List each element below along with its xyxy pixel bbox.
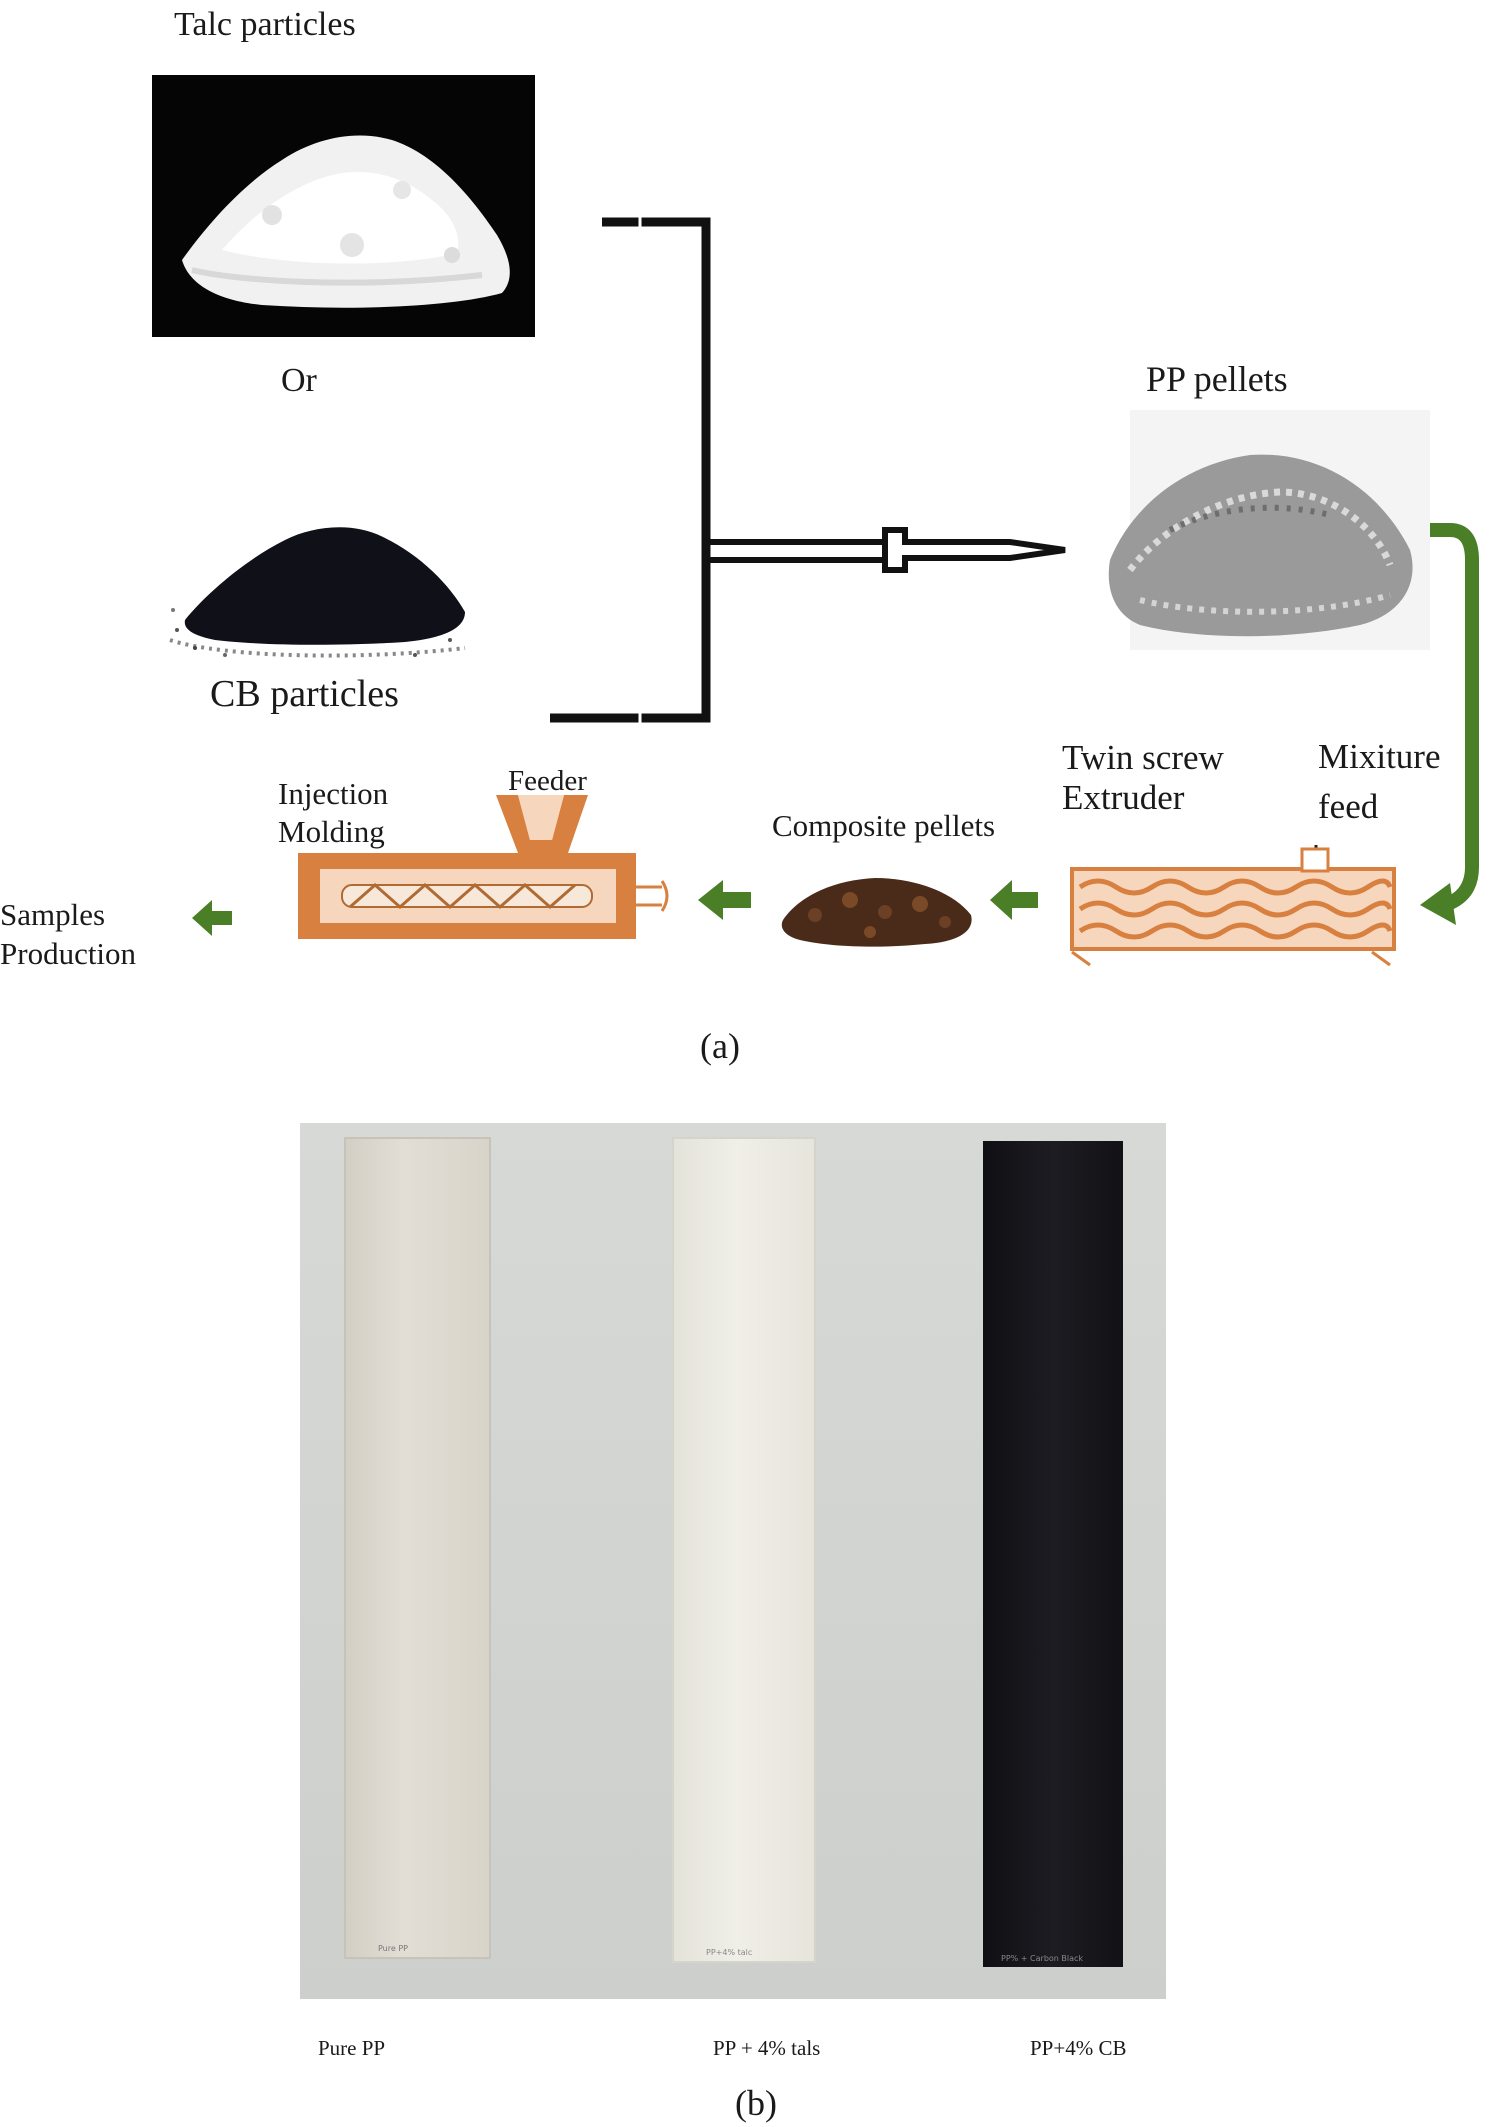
talc-particles-label: Talc particles <box>174 6 356 43</box>
samples-photo: Pure PP PP+4% talc PP% + Carbon Black <box>300 1123 1166 1999</box>
pp-talc-label: PP + 4% tals <box>713 2036 821 2060</box>
samples-label-line1: Samples <box>0 897 106 932</box>
feeder-label: Feeder <box>508 765 587 797</box>
samples-label-line2: Production <box>0 936 137 971</box>
cb-particles-image <box>169 527 466 658</box>
talc-particles-image <box>152 75 535 337</box>
mixture-feed-line1: Mixiture <box>1318 737 1441 776</box>
injection-molding-label: Injection Molding <box>278 775 388 851</box>
green-arrow-injection-to-samples <box>192 900 232 936</box>
injection-label-line2: Molding <box>278 814 385 849</box>
pp-talc-strip-text: PP+4% talc <box>706 1948 753 1957</box>
injection-molding-machine <box>298 795 669 939</box>
panel-a-caption: (a) <box>700 1026 740 1066</box>
injection-label-line1: Injection <box>278 776 389 811</box>
cb-particles-label: CB particles <box>210 673 399 715</box>
panel-b-caption: (b) <box>735 2083 777 2123</box>
green-arrow-extruder-to-composite <box>990 880 1038 920</box>
pure-pp-strip-text: Pure PP <box>378 1944 408 1953</box>
pp-cb-label: PP+4% CB <box>1030 2036 1127 2060</box>
or-label: Or <box>281 362 317 399</box>
merge-bracket <box>550 217 1066 723</box>
extruder-label-line2: Extruder <box>1062 778 1185 817</box>
pp-cb-strip: PP% + Carbon Black <box>983 1141 1123 1967</box>
green-return-arrow <box>1420 523 1479 925</box>
composite-pellets-image <box>781 878 972 947</box>
mixture-feed-line2: feed <box>1318 787 1379 826</box>
samples-production-label: Samples Production <box>0 895 136 973</box>
mixture-feed-label: Mixiture feed <box>1318 732 1440 832</box>
pp-pellets-label: PP pellets <box>1146 359 1288 399</box>
green-arrow-composite-to-injection <box>698 880 751 920</box>
pure-pp-label: Pure PP <box>318 2036 386 2060</box>
pp-pellets-image <box>1108 410 1430 650</box>
composite-pellets-label: Composite pellets <box>772 808 996 843</box>
extruder-label-line1: Twin screw <box>1062 738 1224 777</box>
pp-cb-strip-text: PP% + Carbon Black <box>1001 1954 1084 1963</box>
pp-talc-strip: PP+4% talc <box>672 1137 816 1963</box>
twin-screw-extruder <box>1070 845 1396 967</box>
twin-screw-extruder-label: Twin screw Extruder <box>1062 738 1224 818</box>
pure-pp-strip: Pure PP <box>344 1137 491 1959</box>
